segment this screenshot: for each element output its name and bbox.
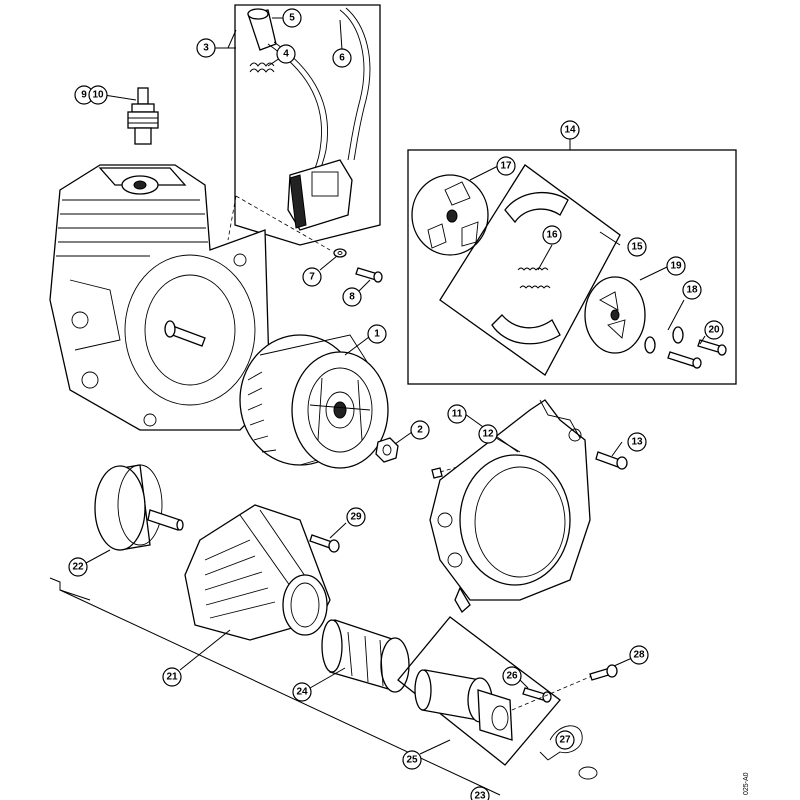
callout-3: 3 bbox=[196, 38, 216, 58]
svg-text:29: 29 bbox=[350, 512, 362, 523]
svg-text:7: 7 bbox=[309, 272, 315, 283]
clutch-housing bbox=[184, 504, 331, 641]
callout-17: 17 bbox=[496, 156, 516, 176]
svg-text:23: 23 bbox=[474, 791, 486, 800]
svg-text:22: 22 bbox=[72, 562, 84, 573]
svg-text:4: 4 bbox=[283, 49, 289, 60]
diagram-code: 025-A0 bbox=[743, 772, 750, 795]
callout-10: 10 bbox=[88, 85, 108, 105]
callout-16: 16 bbox=[542, 225, 562, 245]
svg-text:14: 14 bbox=[564, 125, 576, 136]
callout-20: 20 bbox=[704, 320, 724, 340]
callout-26: 26 bbox=[502, 666, 522, 686]
engine-crankcase bbox=[49, 164, 271, 431]
callout-6: 6 bbox=[332, 48, 352, 68]
callout-5: 5 bbox=[282, 8, 302, 28]
callout-2: 2 bbox=[410, 420, 430, 440]
svg-text:8: 8 bbox=[349, 292, 355, 303]
svg-text:27: 27 bbox=[559, 735, 571, 746]
svg-text:26: 26 bbox=[506, 671, 518, 682]
callout-8: 8 bbox=[342, 287, 362, 307]
callout-25: 25 bbox=[402, 750, 422, 770]
callout-23: 23 bbox=[470, 786, 490, 800]
callout-22: 22 bbox=[68, 557, 88, 577]
svg-text:2: 2 bbox=[417, 425, 423, 436]
svg-text:10: 10 bbox=[92, 90, 104, 101]
svg-text:18: 18 bbox=[686, 285, 698, 296]
svg-text:28: 28 bbox=[633, 650, 645, 661]
clutch-group bbox=[407, 149, 737, 385]
callout-15: 15 bbox=[627, 237, 647, 257]
callout-4: 4 bbox=[276, 44, 296, 64]
screw-28 bbox=[589, 664, 618, 681]
svg-text:25: 25 bbox=[406, 755, 418, 766]
svg-text:20: 20 bbox=[708, 325, 720, 336]
group-bracket bbox=[49, 577, 501, 796]
washer-and-screw bbox=[333, 248, 383, 283]
clutch-drum bbox=[94, 464, 184, 551]
screw-13 bbox=[595, 451, 628, 470]
svg-text:11: 11 bbox=[452, 409, 463, 420]
svg-text:13: 13 bbox=[631, 437, 643, 448]
callout-24: 24 bbox=[292, 682, 312, 702]
callout-27: 27 bbox=[555, 730, 575, 750]
ignition-module-group bbox=[234, 4, 381, 246]
callout-18: 18 bbox=[682, 280, 702, 300]
svg-text:5: 5 bbox=[289, 13, 295, 24]
bearing-group bbox=[397, 616, 561, 766]
callout-19: 19 bbox=[666, 256, 686, 276]
svg-text:24: 24 bbox=[296, 687, 308, 698]
svg-text:3: 3 bbox=[203, 43, 209, 54]
flywheel bbox=[239, 334, 389, 469]
callout-1: 1 bbox=[367, 324, 387, 344]
svg-text:1: 1 bbox=[374, 329, 380, 340]
callout-14: 14 bbox=[560, 120, 580, 140]
fan-housing bbox=[429, 399, 591, 614]
svg-text:15: 15 bbox=[631, 242, 643, 253]
callout-29: 29 bbox=[346, 507, 366, 527]
callout-21: 21 bbox=[162, 667, 182, 687]
nut bbox=[375, 437, 399, 463]
callout-12: 12 bbox=[478, 424, 498, 444]
callout-11: 11 bbox=[447, 404, 467, 424]
svg-text:17: 17 bbox=[500, 161, 512, 172]
callout-28: 28 bbox=[629, 645, 649, 665]
sleeve bbox=[321, 619, 410, 693]
svg-text:9: 9 bbox=[81, 90, 87, 101]
callout-13: 13 bbox=[627, 432, 647, 452]
svg-text:19: 19 bbox=[670, 261, 682, 272]
svg-text:16: 16 bbox=[546, 230, 558, 241]
spark-plug bbox=[127, 87, 159, 145]
callout-7: 7 bbox=[302, 267, 322, 287]
svg-text:6: 6 bbox=[339, 53, 345, 64]
retaining-clips bbox=[539, 725, 598, 780]
screw-29 bbox=[309, 534, 340, 553]
svg-text:21: 21 bbox=[166, 672, 178, 683]
svg-text:12: 12 bbox=[482, 429, 494, 440]
